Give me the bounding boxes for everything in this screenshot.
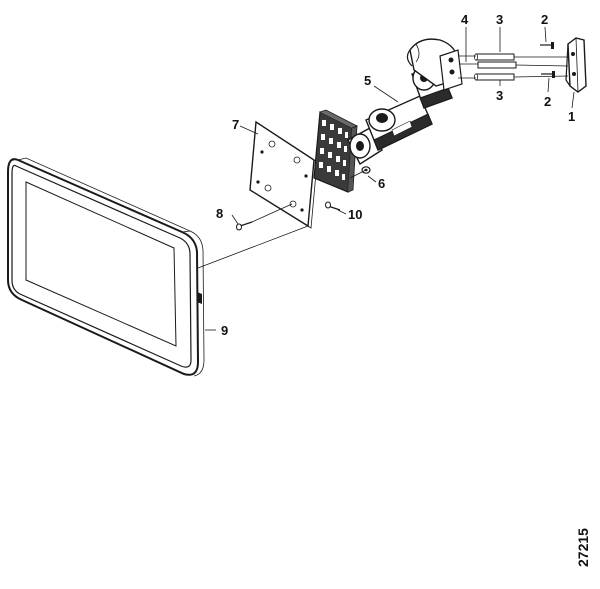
callout-10: 10 — [348, 207, 362, 222]
callout-2-upper: 2 — [541, 12, 548, 27]
callout-9: 9 — [221, 323, 228, 338]
spacer-lower — [473, 73, 515, 81]
screw-8 — [236, 221, 253, 231]
callout-labels: 1 2 2 3 3 4 5 6 7 8 9 10 — [216, 12, 575, 338]
callout-7: 7 — [232, 117, 239, 132]
display-unit — [7, 157, 205, 377]
callout-5: 5 — [364, 73, 371, 88]
spacer-upper — [473, 53, 515, 61]
assembly-lines — [197, 55, 569, 269]
callout-8: 8 — [216, 206, 223, 221]
callout-6: 6 — [378, 176, 385, 191]
callout-3-lower: 3 — [496, 88, 503, 103]
mounting-arm — [347, 38, 463, 166]
screw-10 — [325, 201, 341, 211]
callout-1: 1 — [568, 109, 575, 124]
callout-3-upper: 3 — [496, 12, 503, 27]
wall-bracket — [565, 37, 587, 93]
rubber-pad — [313, 109, 358, 193]
figure-reference-number: 27215 — [575, 528, 591, 567]
leader-lines — [205, 26, 575, 331]
screw-upper — [540, 42, 554, 49]
screw-lower — [541, 71, 555, 78]
callout-4: 4 — [461, 12, 469, 27]
callout-2-lower: 2 — [544, 94, 551, 109]
mounting-plate — [249, 120, 318, 229]
spacer-middle — [477, 61, 517, 69]
